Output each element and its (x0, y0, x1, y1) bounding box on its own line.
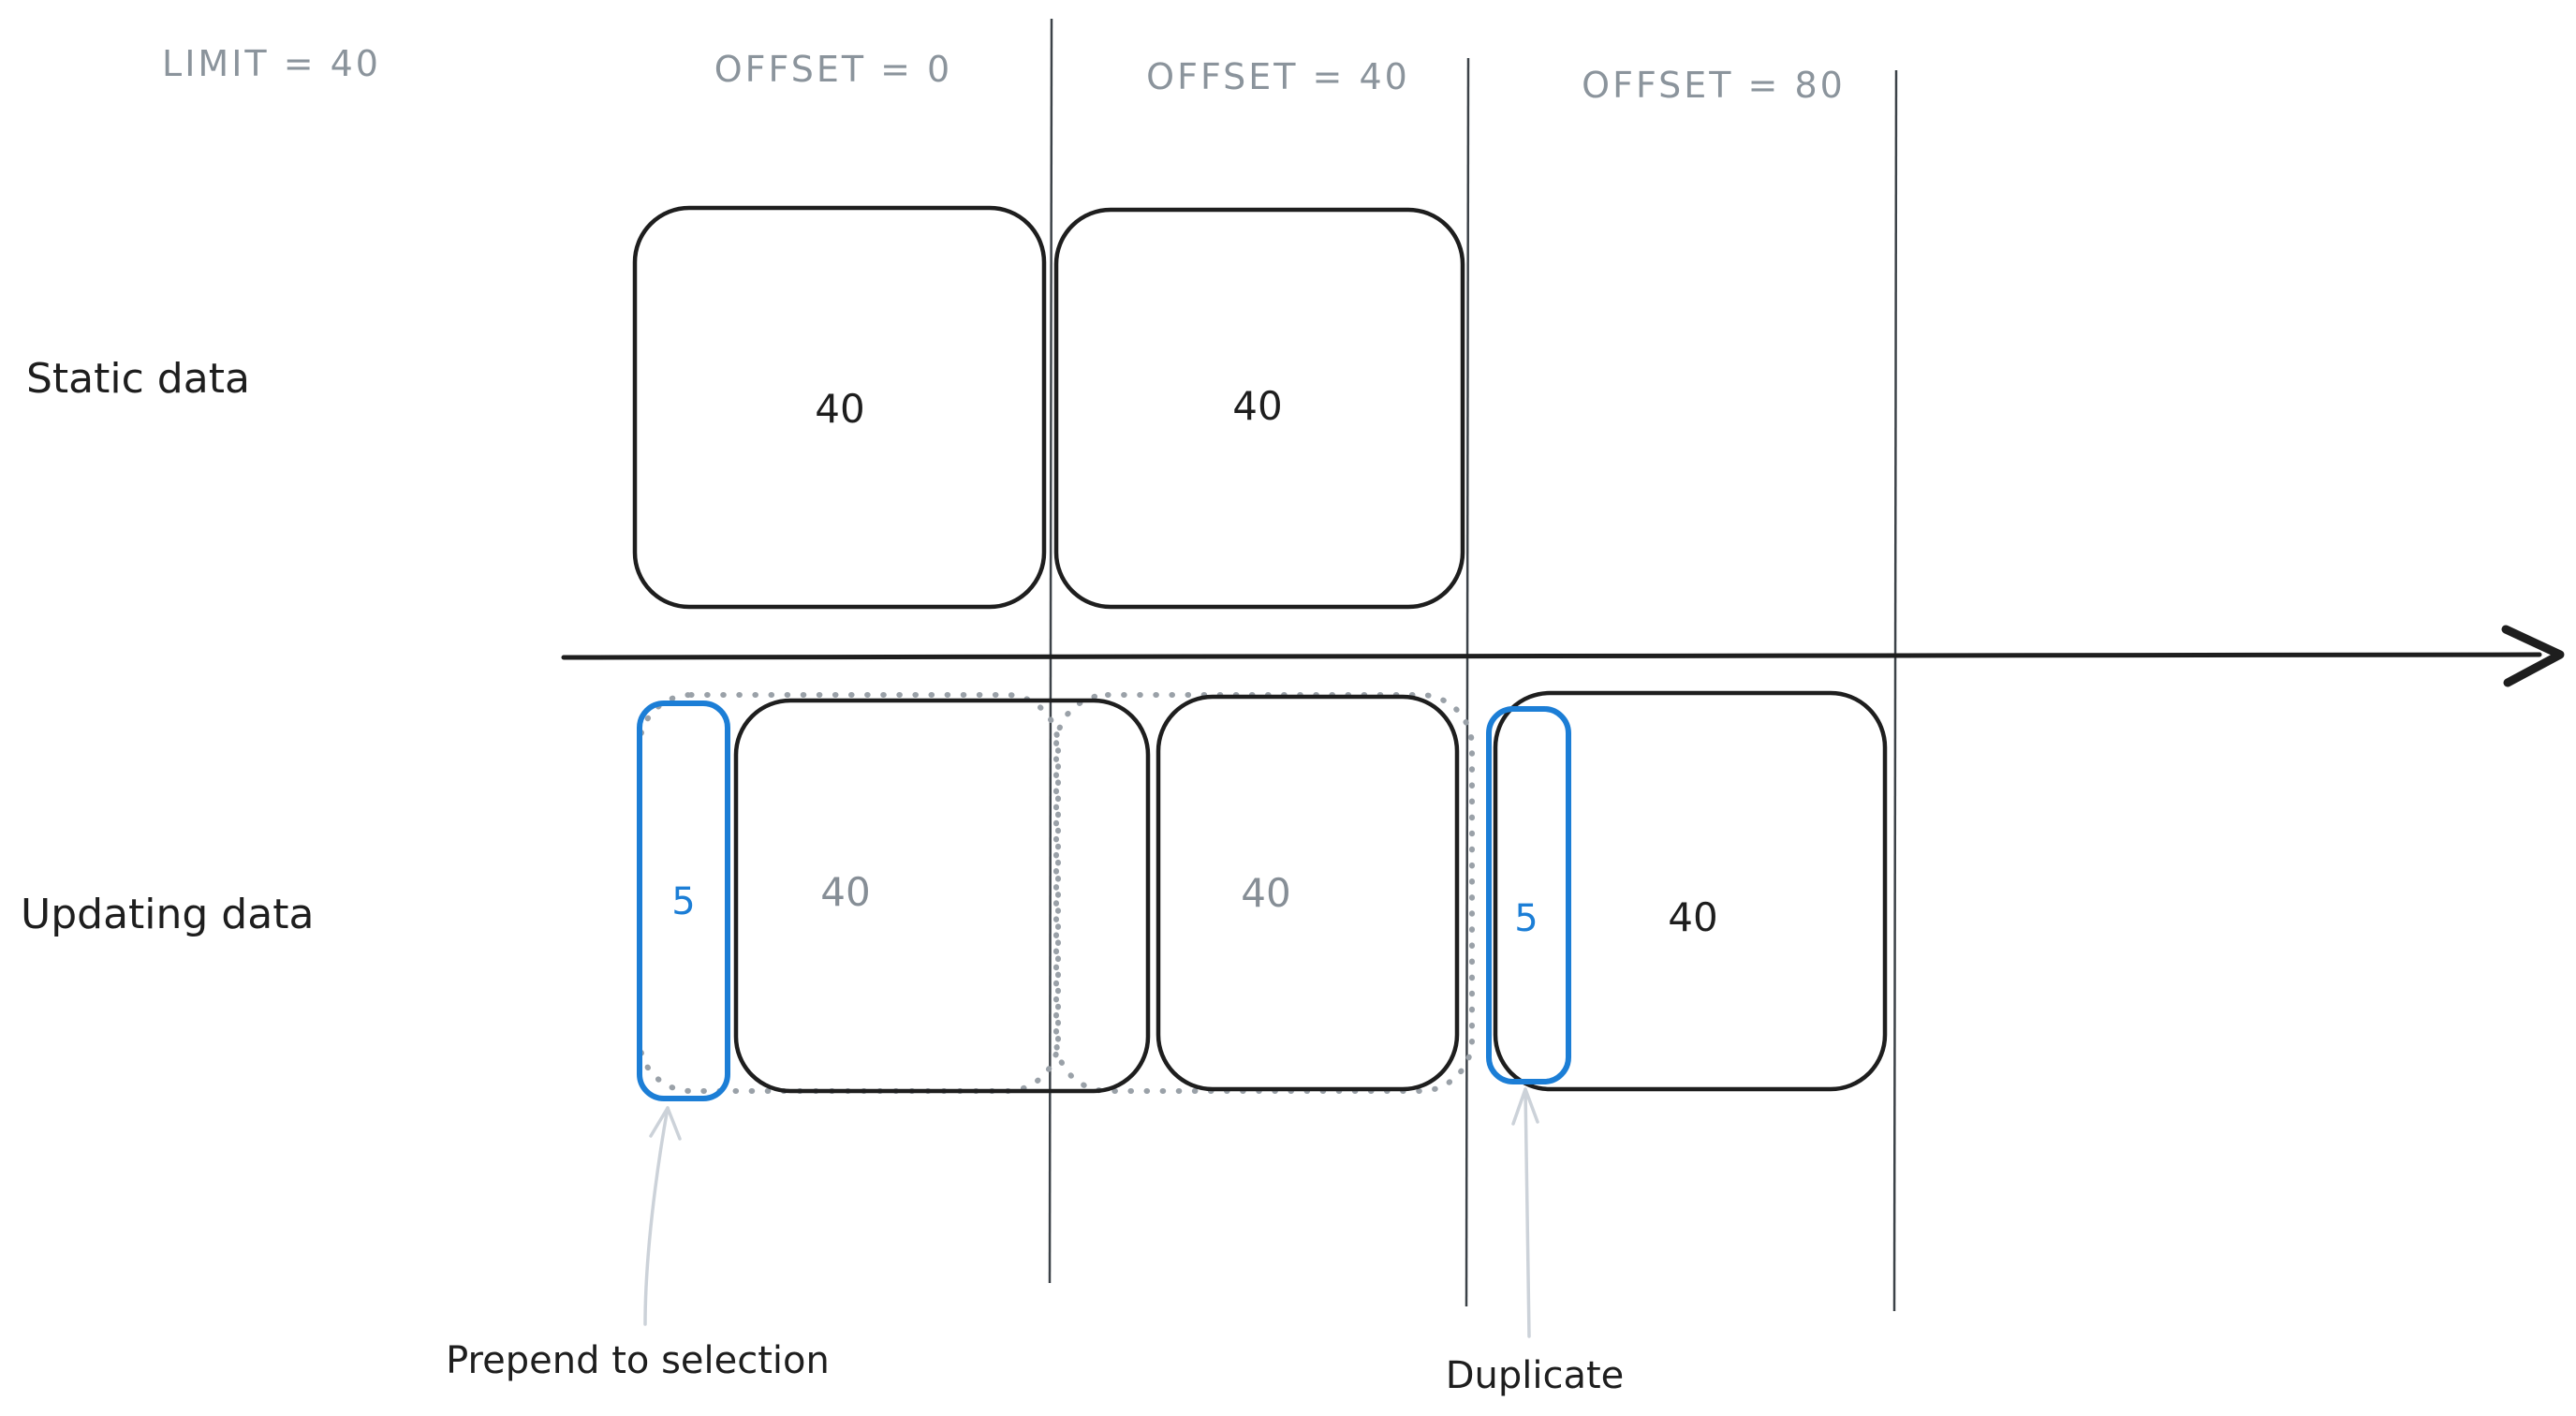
prepended-items-box (637, 701, 730, 1101)
prepend-annotation-label: Prepend to selection (446, 1339, 830, 1382)
offset-divider-1 (1048, 18, 1053, 1284)
static-page-1-box (632, 205, 1047, 610)
static-page-1-count: 40 (815, 386, 864, 432)
duplicate-arrowhead-icon (1511, 1087, 1539, 1126)
updating-page-3-box (1493, 690, 1888, 1092)
offset-0-label: OFFSET = 0 (714, 49, 952, 90)
prepended-items-count: 5 (671, 880, 695, 923)
duplicated-items-count: 5 (1514, 897, 1538, 940)
prepend-annotation-arrow (643, 1106, 682, 1326)
static-row-label: Static data (26, 355, 250, 403)
timeline-arrow (561, 625, 2565, 687)
updating-page-3-count: 40 (1668, 894, 1717, 940)
static-page-2-box (1053, 207, 1465, 610)
timeline-arrow-shaft (561, 652, 2542, 660)
offset-divider-3 (1892, 69, 1898, 1312)
updating-page-1-count: 40 (820, 869, 870, 915)
duplicated-items-box (1486, 706, 1571, 1084)
prepend-arrowhead-icon (649, 1106, 682, 1141)
updating-page-2-box (1156, 694, 1460, 1092)
duplicate-annotation-arrow (1511, 1087, 1539, 1338)
timeline-arrowhead-icon (2501, 625, 2565, 687)
offset-40-label: OFFSET = 40 (1146, 56, 1410, 97)
updating-page-1-box (733, 698, 1151, 1094)
updating-page-2-count: 40 (1241, 870, 1290, 916)
duplicate-arrow-shaft (1524, 1087, 1531, 1338)
updating-row-label: Updating data (21, 891, 314, 938)
offset-divider-2 (1465, 57, 1470, 1307)
prepend-arrow-shaft (643, 1106, 670, 1326)
duplicate-annotation-label: Duplicate (1446, 1354, 1625, 1397)
limit-label: LIMIT = 40 (162, 43, 381, 84)
offset-80-label: OFFSET = 80 (1582, 65, 1846, 106)
static-page-2-count: 40 (1232, 383, 1282, 429)
